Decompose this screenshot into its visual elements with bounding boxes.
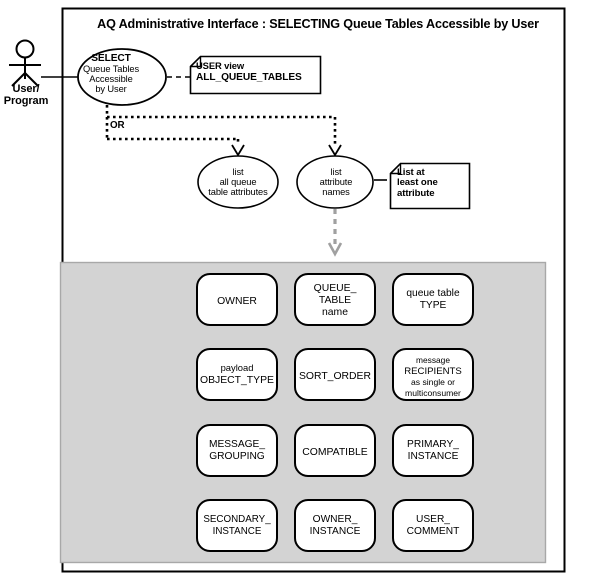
uc-listall-line-3: table attributes: [208, 187, 268, 198]
attribute-user-comment-shape: [392, 499, 474, 552]
uc-select-line-1: SELECT: [91, 53, 131, 64]
use-case-list-all-queue-table-attributes-shape: [197, 155, 279, 209]
note-user-view-label: USER view ALL_QUEUE_TABLES: [196, 60, 316, 84]
actor-label: User/ Program: [0, 83, 52, 108]
attribute-queue-table-name-shape: [294, 273, 376, 326]
attribute-compatible-label: COMPATIBLE: [302, 447, 368, 458]
or-dotted-connector: [105, 105, 337, 145]
attribute-message-grouping-label: MESSAGE_: [209, 439, 265, 450]
attribute-secondary-instance-label: SECONDARY_: [203, 514, 271, 525]
attribute-queue-table-type-label: queue table: [406, 288, 460, 299]
svg-text:RECIPIENTS: RECIPIENTS: [404, 366, 462, 377]
attribute-compatible-shape: [294, 424, 376, 477]
svg-text:multiconsumer: multiconsumer: [405, 388, 461, 398]
attribute-message-recipients-label: message: [416, 355, 450, 365]
use-case-select-queue-tables-shape: [77, 48, 167, 106]
attribute-owner-instance-label: OWNER_: [313, 514, 358, 525]
uc-select-line-4: by User: [95, 84, 127, 95]
note-listatleast-line-3: attribute: [397, 187, 435, 199]
actor-label-line2: Program: [3, 94, 49, 107]
note-user-view-line-2: ALL_QUEUE_TABLES: [196, 72, 302, 84]
attribute-sort-order-shape: [294, 348, 376, 401]
note-user-view-line-1: USER view: [196, 60, 245, 71]
note-list-at-least-one-attribute-shape: [389, 162, 471, 210]
note-listatleast-line-2: least one: [397, 177, 438, 189]
svg-text:name: name: [322, 307, 348, 318]
attribute-secondary-instance-shape: [196, 499, 278, 552]
use-case-select-queue-tables-label: SELECT Queue Tables Accessible by User: [73, 53, 149, 94]
attribute-primary-instance-label: PRIMARY_: [407, 439, 459, 450]
actor-label-line1: User/: [12, 83, 40, 95]
page-title: AQ Administrative Interface : SELECTING …: [97, 17, 539, 31]
uc-listall-line-1: list: [232, 167, 244, 177]
attribute-box-labels: OWNER QUEUE_ TABLE name queue table TYPE…: [200, 283, 462, 537]
attribute-user-comment-label: USER_: [416, 514, 450, 525]
or-label: OR: [110, 120, 125, 131]
svg-text:INSTANCE: INSTANCE: [310, 526, 361, 537]
uc-listattr-line-2: attribute: [319, 177, 353, 188]
attribute-payload-object-type-label: payload: [221, 362, 254, 373]
attribute-primary-instance-shape: [392, 424, 474, 477]
attribute-payload-object-type-shape: [196, 348, 278, 401]
svg-text:INSTANCE: INSTANCE: [408, 451, 459, 462]
use-case-list-attribute-names-shape: [296, 155, 374, 209]
svg-text:COMMENT: COMMENT: [407, 526, 460, 537]
attribute-queue-table-name-label: QUEUE_: [314, 283, 357, 294]
attribute-message-grouping-shape: [196, 424, 278, 477]
uc-listall-line-2: all queue: [219, 177, 257, 188]
svg-text:OBJECT_TYPE: OBJECT_TYPE: [200, 375, 274, 386]
attribute-queue-table-type-shape: [392, 273, 474, 326]
attribute-owner-shape: [196, 273, 278, 326]
use-case-list-all-queue-table-attributes-label: list all queue table attributes: [198, 167, 278, 197]
attribute-boxes: [196, 273, 474, 552]
uc-listattr-line-1: list: [330, 167, 342, 177]
attribute-message-recipients-shape: [392, 348, 474, 401]
actor-figure: [9, 39, 41, 87]
svg-text:as single or: as single or: [411, 377, 455, 387]
svg-text:GROUPING: GROUPING: [209, 451, 265, 462]
attribute-owner-label: OWNER: [217, 296, 257, 307]
grey-dashed-arrow: [327, 209, 343, 257]
or-branch-arrowheads: [231, 144, 342, 157]
svg-text:TABLE: TABLE: [319, 295, 351, 306]
note-list-at-least-one-attribute-label: List at least one attribute: [397, 167, 467, 199]
svg-text:INSTANCE: INSTANCE: [213, 526, 262, 537]
uc-listattr-line-3: names: [322, 187, 350, 198]
attribute-owner-instance-shape: [294, 499, 376, 552]
uc-select-line-3: Accessible: [89, 74, 133, 85]
svg-text:TYPE: TYPE: [420, 300, 447, 311]
note-listatleast-line-1: List at: [397, 167, 425, 178]
use-case-list-attribute-names-label: list attribute names: [298, 167, 374, 197]
attribute-sort-order-label: SORT_ORDER: [299, 371, 371, 382]
uc-select-line-2: Queue Tables: [82, 64, 139, 75]
note-user-view-shape: [189, 55, 322, 95]
